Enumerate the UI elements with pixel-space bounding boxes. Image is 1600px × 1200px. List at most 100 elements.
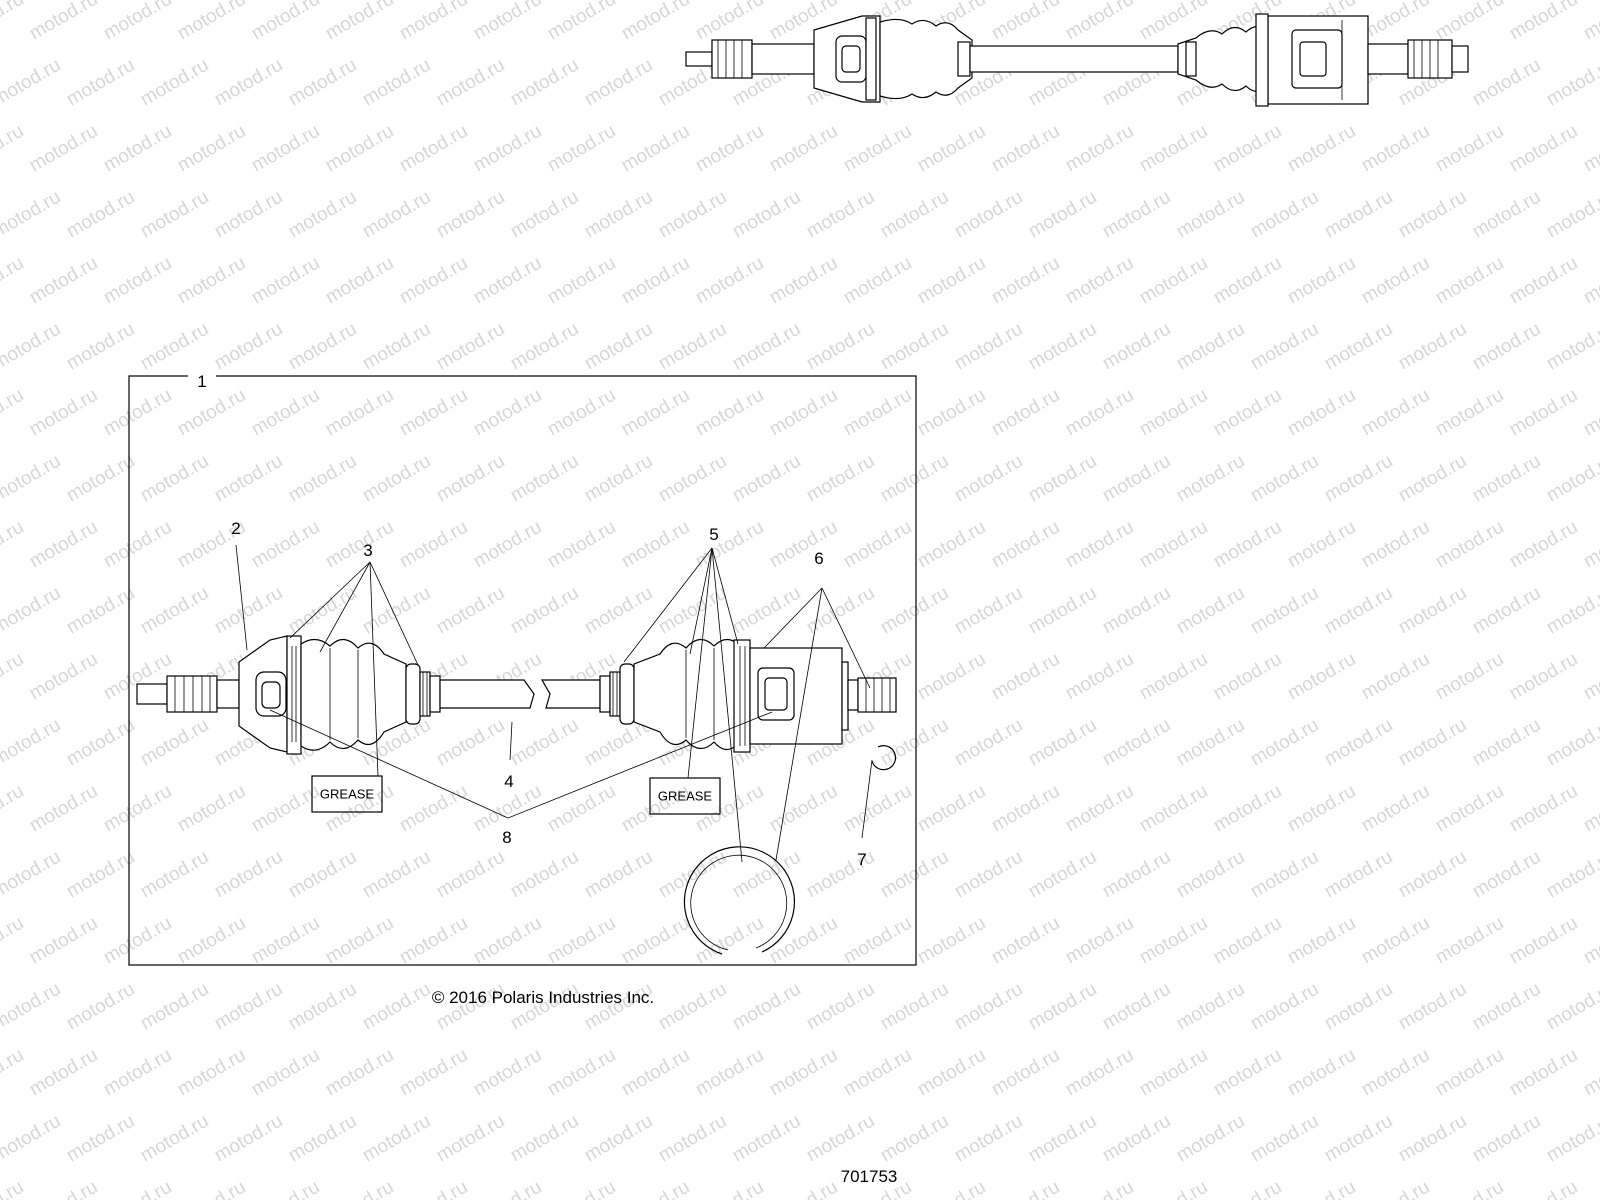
watermark-text: motod.ru	[1062, 517, 1137, 573]
watermark-text: motod.ru	[433, 187, 508, 243]
watermark-text: motod.ru	[1062, 121, 1137, 177]
watermark-text: motod.ru	[359, 583, 434, 639]
callout-8: 8	[502, 828, 511, 847]
watermark-text: motod.ru	[396, 0, 471, 44]
watermark-text: motod.ru	[1173, 583, 1248, 639]
watermark-text: motod.ru	[692, 385, 767, 441]
callout-5: 5	[709, 525, 718, 544]
watermark-text: motod.ru	[100, 517, 175, 573]
watermark-text: motod.ru	[766, 1177, 841, 1200]
watermark-text: motod.ru	[914, 517, 989, 573]
watermark-text: motod.ru	[1543, 583, 1600, 639]
watermark-text: motod.ru	[1432, 781, 1507, 837]
watermark-text: motod.ru	[618, 0, 693, 44]
watermark-text: motod.ru	[1025, 1111, 1100, 1167]
watermark-text: motod.ru	[1580, 649, 1600, 705]
watermark-text: motod.ru	[137, 55, 212, 111]
watermark-text: motod.ru	[1432, 649, 1507, 705]
watermark-text: motod.ru	[285, 187, 360, 243]
watermark-text: motod.ru	[1099, 979, 1174, 1035]
callout-4: 4	[504, 772, 513, 791]
watermark-text: motod.ru	[581, 319, 656, 375]
watermark-text: motod.ru	[322, 0, 397, 44]
main-shaft-drawing	[136, 635, 897, 755]
watermark-text: motod.ru	[322, 385, 397, 441]
watermark-text: motod.ru	[1358, 649, 1433, 705]
watermark-text: motod.ru	[1358, 0, 1433, 44]
watermark-text: motod.ru	[581, 847, 656, 903]
watermark-text: motod.ru	[1099, 1111, 1174, 1167]
watermark-text: motod.ru	[248, 253, 323, 309]
watermark-text: motod.ru	[544, 0, 619, 44]
watermark-text: motod.ru	[1247, 187, 1322, 243]
watermark-text: motod.ru	[877, 583, 952, 639]
watermark-text: motod.ru	[840, 121, 915, 177]
watermark-text: motod.ru	[26, 385, 101, 441]
watermark-text: motod.ru	[618, 1177, 693, 1200]
watermark-text: motod.ru	[100, 913, 175, 969]
watermark-text: motod.ru	[1432, 913, 1507, 969]
watermark-text: motod.ru	[1025, 583, 1100, 639]
watermark-text: motod.ru	[766, 913, 841, 969]
watermark-text: motod.ru	[1062, 649, 1137, 705]
watermark-text: motod.ru	[63, 319, 138, 375]
watermark-text: motod.ru	[1173, 847, 1248, 903]
watermark-text: motod.ru	[1580, 517, 1600, 573]
watermark-text: motod.ru	[0, 55, 64, 111]
watermark-text: motod.ru	[1580, 253, 1600, 309]
watermark-text: motod.ru	[1210, 649, 1285, 705]
watermark-text: motod.ru	[1432, 517, 1507, 573]
watermark-text: motod.ru	[544, 517, 619, 573]
watermark-text: motod.ru	[211, 847, 286, 903]
watermark-text: motod.ru	[433, 55, 508, 111]
watermark-text: motod.ru	[1469, 187, 1544, 243]
watermark-text: motod.ru	[840, 253, 915, 309]
watermark-text: motod.ru	[137, 319, 212, 375]
watermark-text: motod.ru	[1580, 781, 1600, 837]
watermark-text: motod.ru	[655, 847, 730, 903]
watermark-text: motod.ru	[137, 1111, 212, 1167]
watermark-text: motod.ru	[174, 0, 249, 44]
watermark-text: motod.ru	[507, 715, 582, 771]
watermark-text: motod.ru	[988, 517, 1063, 573]
watermark-text: motod.ru	[433, 319, 508, 375]
watermark-text: motod.ru	[1395, 319, 1470, 375]
watermark-text: motod.ru	[248, 385, 323, 441]
watermark-text: motod.ru	[100, 385, 175, 441]
watermark-text: motod.ru	[0, 0, 27, 44]
watermark-text: motod.ru	[1469, 451, 1544, 507]
watermark-text: motod.ru	[0, 583, 64, 639]
grease-box-right	[649, 777, 721, 815]
watermark-text: motod.ru	[877, 715, 952, 771]
watermark-text: motod.ru	[507, 319, 582, 375]
watermark-text: motod.ru	[285, 55, 360, 111]
watermark-text: motod.ru	[840, 913, 915, 969]
watermark-text: motod.ru	[359, 319, 434, 375]
watermark-text: motod.ru	[322, 1045, 397, 1101]
watermark-text: motod.ru	[322, 121, 397, 177]
watermark-text: motod.ru	[359, 847, 434, 903]
watermark-text: motod.ru	[729, 979, 804, 1035]
watermark-text: motod.ru	[1580, 121, 1600, 177]
watermark-text: motod.ru	[285, 847, 360, 903]
watermark-text: motod.ru	[1210, 121, 1285, 177]
watermark-text: motod.ru	[1210, 913, 1285, 969]
watermark-text: motod.ru	[470, 385, 545, 441]
watermark-text: motod.ru	[1247, 979, 1322, 1035]
retaining-ring-part	[683, 846, 795, 955]
watermark-text: motod.ru	[1025, 451, 1100, 507]
watermark-text: motod.ru	[1210, 385, 1285, 441]
watermark-text: motod.ru	[1210, 1045, 1285, 1101]
watermark-text: motod.ru	[1469, 55, 1544, 111]
watermark-text: motod.ru	[396, 253, 471, 309]
watermark-text: motod.ru	[1358, 121, 1433, 177]
watermark-text: motod.ru	[766, 1045, 841, 1101]
grease-label-left: GREASE	[320, 786, 375, 801]
watermark-text: motod.ru	[618, 517, 693, 573]
watermark-text: motod.ru	[951, 1111, 1026, 1167]
watermark-text: motod.ru	[26, 1177, 101, 1200]
watermark-text: motod.ru	[248, 1045, 323, 1101]
watermark-text: motod.ru	[1284, 121, 1359, 177]
watermark-text: motod.ru	[359, 1111, 434, 1167]
watermark-text: motod.ru	[26, 121, 101, 177]
